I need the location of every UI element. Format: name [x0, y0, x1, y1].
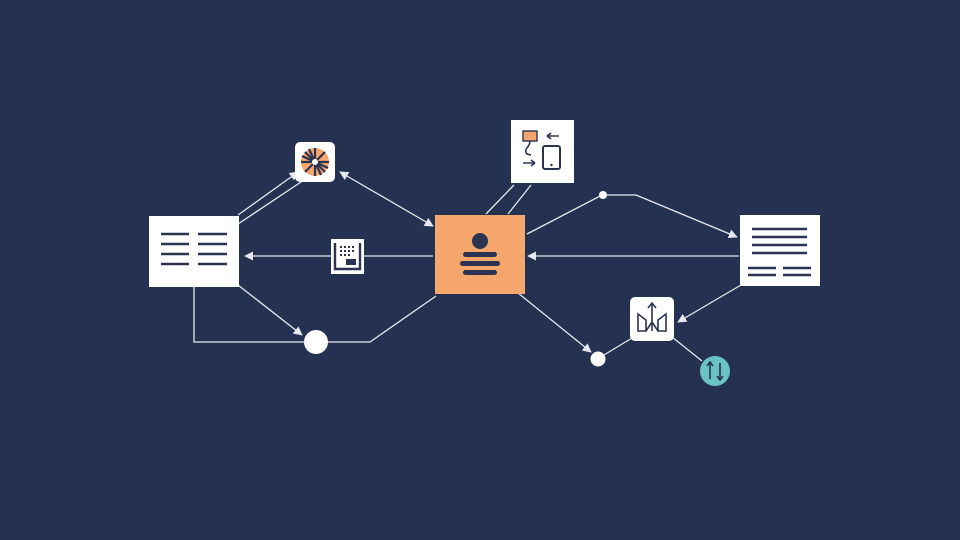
- connector-doc-to-circle: [237, 284, 303, 336]
- pie-tile-node: [295, 142, 335, 182]
- connector-doc-to-pie: [237, 171, 299, 216]
- sync-arrows-icon: [706, 360, 724, 382]
- connector-dot-to-rightdoc: [635, 194, 738, 239]
- upload-box-icon: [637, 301, 667, 332]
- connector-doc-bottom-path: [193, 286, 304, 343]
- connector-circle-to-hub: [328, 295, 437, 343]
- connector-lowdot-to-upload: [603, 337, 633, 356]
- connectors: [193, 171, 742, 362]
- junction-dot-bottom: [590, 351, 606, 367]
- document-lines-icon: [748, 227, 811, 277]
- connector-rightdoc-to-upload: [677, 284, 742, 323]
- connector-hub-to-device: [485, 184, 515, 215]
- connector-doc-to-pie-2: [237, 179, 305, 225]
- device-tile-node: [511, 120, 574, 183]
- device-transfer-icon: [522, 130, 561, 170]
- hub-node: [435, 215, 525, 294]
- upload-tile-node: [630, 297, 674, 341]
- person-stack-icon: [460, 233, 500, 275]
- teal-node: [700, 356, 730, 386]
- connector-upload-to-teal: [671, 336, 703, 362]
- right-document-node: [740, 215, 820, 286]
- connector-pie-hub: [339, 171, 434, 227]
- connector-hub-to-lowdot: [517, 292, 592, 353]
- form-grid-icon: [333, 243, 362, 271]
- radial-chart-icon: [301, 148, 329, 176]
- form-tile-node: [331, 239, 364, 274]
- left-document-node: [149, 216, 239, 287]
- connector-hub-to-dot: [526, 194, 636, 235]
- junction-dot-top: [599, 191, 607, 199]
- junction-circle-large: [304, 330, 328, 354]
- connector-hub-to-device-2: [507, 184, 532, 215]
- two-column-document-icon: [161, 232, 227, 266]
